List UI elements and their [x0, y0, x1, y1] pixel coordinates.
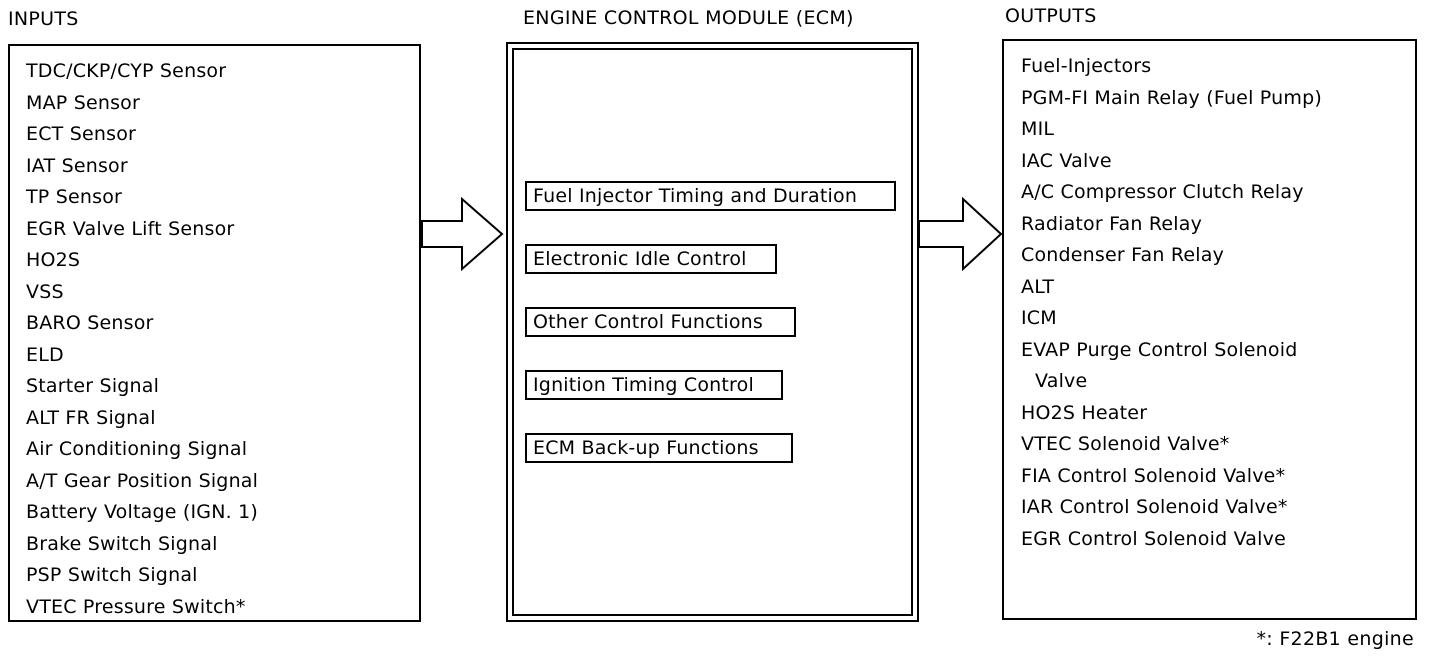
ecm-function-backup: ECM Back-up Functions: [525, 433, 793, 463]
output-item: Radiator Fan Relay: [1021, 212, 1203, 235]
input-item: VTEC Pressure Switch*: [26, 595, 246, 618]
input-item: IAT Sensor: [26, 154, 128, 177]
input-item: EGR Valve Lift Sensor: [26, 217, 235, 240]
input-item: VSS: [26, 280, 64, 303]
ecm-function-fuel-injector-timing: Fuel Injector Timing and Duration: [525, 181, 896, 211]
inputs-box: TDC/CKP/CYP Sensor MAP Sensor ECT Sensor…: [8, 44, 421, 622]
outputs-box: Fuel-Injectors PGM-FI Main Relay (Fuel P…: [1002, 39, 1417, 620]
input-item: ECT Sensor: [26, 123, 137, 145]
outputs-list: Fuel-Injectors PGM-FI Main Relay (Fuel P…: [1021, 51, 1322, 555]
ecm-box-inner-border: [512, 48, 913, 616]
ecm-function-electronic-idle-control: Electronic Idle Control: [525, 244, 777, 274]
ecm-title: ENGINE CONTROL MODULE (ECM): [523, 7, 854, 29]
ecm-function-other-control: Other Control Functions: [525, 307, 796, 337]
input-item: MAP Sensor: [26, 91, 141, 114]
input-item: TP Sensor: [26, 186, 123, 208]
input-item: TDC/CKP/CYP Sensor: [26, 60, 227, 82]
footnote: *: F22B1 engine: [1256, 628, 1414, 650]
outputs-title: OUTPUTS: [1005, 5, 1097, 27]
ecm-function-ignition-timing: Ignition Timing Control: [525, 370, 783, 400]
output-item: FIA Control Solenoid Valve*: [1021, 464, 1286, 487]
output-item: VTEC Solenoid Valve*: [1021, 433, 1230, 455]
output-item: PGM-FI Main Relay (Fuel Pump): [1021, 86, 1322, 109]
input-item: Starter Signal: [26, 375, 160, 397]
output-item: IAC Valve: [1021, 149, 1112, 172]
output-item: MIL: [1021, 118, 1055, 140]
input-item: HO2S: [26, 249, 81, 271]
hollow-right-arrow-icon: [421, 197, 504, 271]
output-item: EGR Control Solenoid Valve: [1021, 527, 1286, 550]
inputs-title: INPUTS: [8, 8, 79, 30]
output-item: ALT: [1021, 275, 1055, 298]
output-item: ICM: [1021, 307, 1057, 329]
input-item: ALT FR Signal: [26, 406, 156, 429]
output-item: Condenser Fan Relay: [1021, 244, 1225, 266]
input-item: A/T Gear Position Signal: [26, 469, 259, 492]
hollow-right-arrow-icon: [918, 197, 1003, 271]
output-item: IAR Control Solenoid Valve*: [1021, 496, 1288, 518]
input-item: BARO Sensor: [26, 312, 154, 334]
input-item: Brake Switch Signal: [26, 532, 218, 555]
output-item-continuation: Valve: [1035, 370, 1088, 392]
output-item: A/C Compressor Clutch Relay: [1021, 181, 1304, 203]
input-item: PSP Switch Signal: [26, 564, 198, 586]
input-item: ELD: [26, 343, 64, 366]
output-item: HO2S Heater: [1021, 401, 1148, 424]
input-item: Air Conditioning Signal: [26, 438, 248, 460]
ecm-box: [506, 42, 919, 622]
input-item: Battery Voltage (IGN. 1): [26, 501, 259, 523]
output-item: Fuel-Injectors: [1021, 55, 1152, 77]
inputs-list: TDC/CKP/CYP Sensor MAP Sensor ECT Sensor…: [26, 56, 258, 623]
output-item: EVAP Purge Control Solenoid: [1021, 338, 1298, 361]
